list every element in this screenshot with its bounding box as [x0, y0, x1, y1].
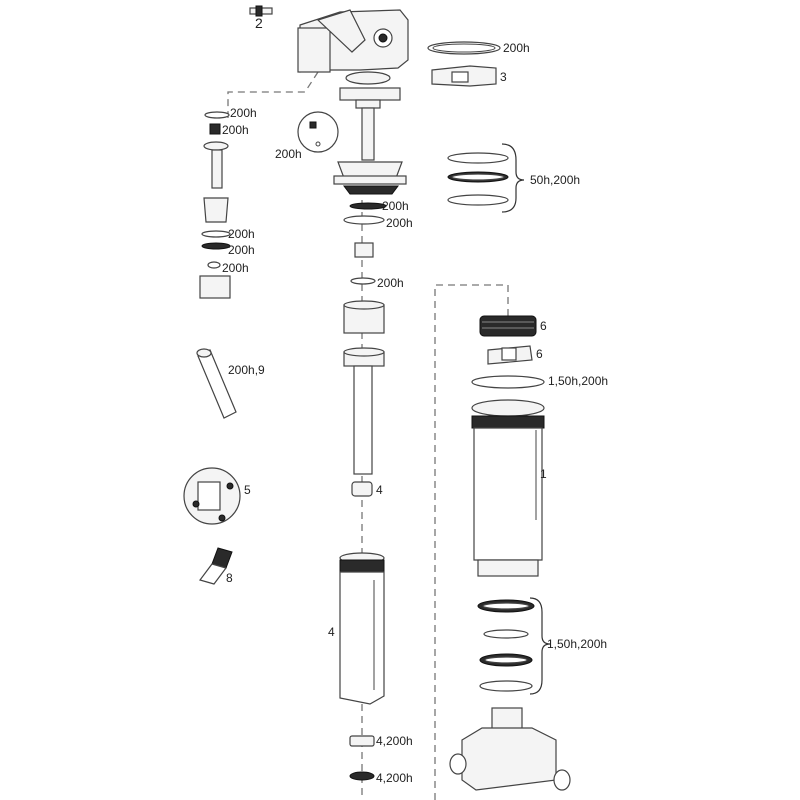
part-1-housing	[471, 399, 545, 577]
center-oring-3	[350, 277, 376, 285]
label-adapter-5: 5	[244, 483, 251, 497]
label-left-oring: 200h	[230, 106, 257, 120]
label-top-oring: 200h	[503, 41, 530, 55]
center-piston	[343, 300, 385, 475]
label-left-nut: 200h	[222, 123, 249, 137]
label-nut-6: 6	[536, 347, 543, 361]
label-small-ring-4: 4	[376, 483, 383, 497]
bottom-ring-b	[349, 771, 375, 781]
label-bottom-ring-a: 4,200h	[376, 734, 413, 748]
part-2-screw	[249, 5, 273, 17]
center-oring-2	[343, 215, 385, 225]
lower-ring-stack	[477, 599, 535, 692]
brace-right-rings	[501, 143, 525, 213]
label-center-oring-3: 200h	[377, 276, 404, 290]
label-pin: 200h,9	[228, 363, 265, 377]
part-8-valve	[198, 547, 233, 585]
center-bushing	[354, 242, 374, 258]
round-disc	[297, 111, 339, 153]
label-bottom-ring-b: 4,200h	[376, 771, 413, 785]
label-left-cap: 200h	[222, 261, 249, 275]
label-3: 3	[500, 70, 507, 84]
label-housing-oring: 1,50h,200h	[548, 374, 608, 388]
label-center-oring-1: 200h	[382, 199, 409, 213]
bottom-valve-body	[449, 707, 571, 791]
bottom-ring-a	[349, 735, 375, 747]
part-4-tube	[339, 552, 385, 705]
label-2: 2	[255, 15, 263, 31]
label-disc: 200h	[275, 147, 302, 161]
center-oring-1	[349, 202, 387, 210]
label-spring-6: 6	[540, 319, 547, 333]
dashed-guide-top	[227, 71, 319, 118]
label-left-ring-a: 200h	[228, 227, 255, 241]
valve-head	[297, 9, 409, 195]
small-bushing-4	[351, 481, 373, 497]
dashed-guide-right	[434, 284, 509, 800]
pin	[196, 348, 237, 419]
label-right-rings: 50h,200h	[530, 173, 580, 187]
part-5-adapter	[183, 467, 241, 525]
label-tube-4: 4	[328, 625, 335, 639]
right-ring-stack	[447, 152, 509, 206]
brace-lower-rings	[529, 597, 551, 695]
label-housing-1: 1	[540, 467, 547, 481]
left-valve-stack	[199, 111, 231, 299]
housing-oring	[471, 375, 545, 389]
part-6-nut	[487, 345, 533, 365]
label-valve-8: 8	[226, 571, 233, 585]
label-center-oring-2: 200h	[386, 216, 413, 230]
part-6-spring	[479, 315, 537, 337]
label-lower-rings: 1,50h,200h	[547, 637, 607, 651]
label-left-ring-b: 200h	[228, 243, 255, 257]
part-3-clip	[431, 65, 497, 87]
